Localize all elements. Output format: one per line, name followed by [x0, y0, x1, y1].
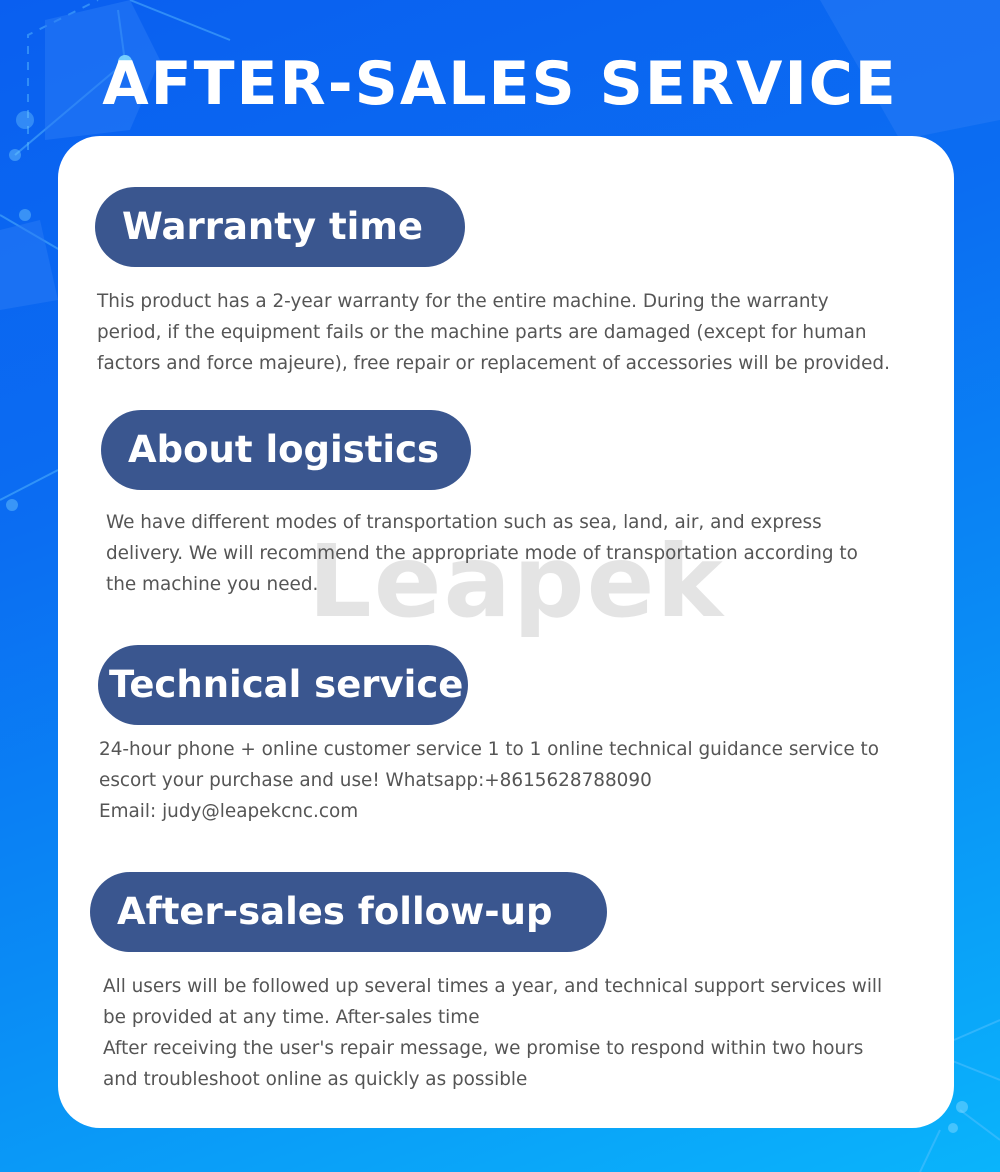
section-body-followup: All users will be followed up several ti…: [103, 976, 883, 1090]
section-body-warranty: This product has a 2-year warranty for t…: [97, 291, 890, 374]
watermark: Leapek: [308, 523, 725, 640]
section-heading-warranty: Warranty time: [95, 187, 465, 267]
section-body-technical: 24-hour phone + online customer service …: [99, 739, 880, 822]
section-heading-logistics: About logistics: [101, 410, 471, 490]
content-card: Leapek Warranty time This product has a …: [58, 136, 954, 1128]
page-title: AFTER-SALES SERVICE: [102, 49, 898, 119]
section-heading-followup: After-sales follow-up: [90, 872, 607, 952]
section-body-logistics: We have different modes of transportatio…: [106, 512, 858, 595]
section-heading-technical: Technical service: [98, 645, 468, 725]
